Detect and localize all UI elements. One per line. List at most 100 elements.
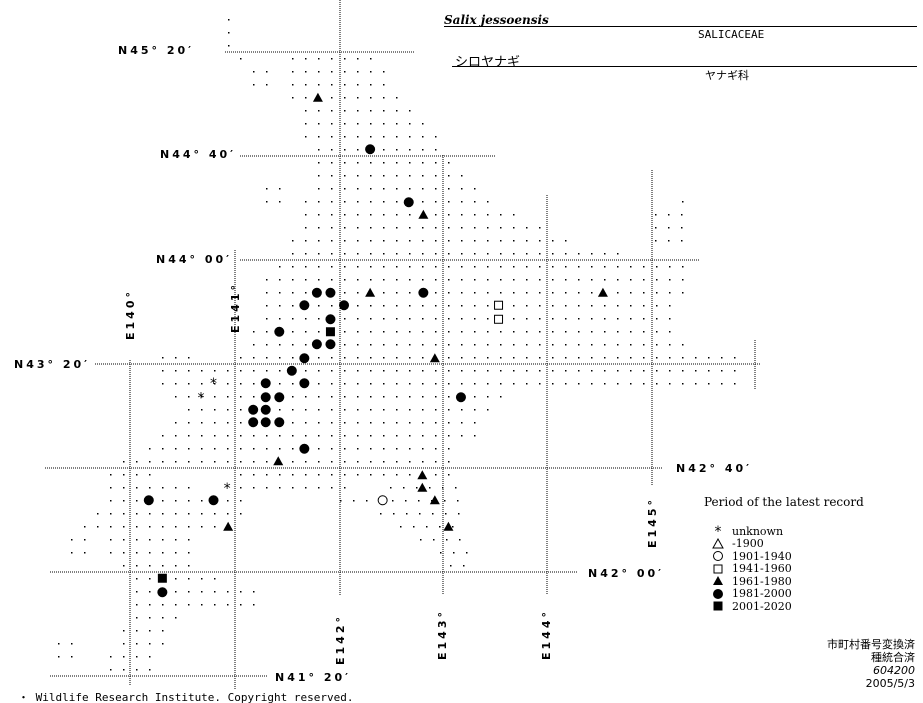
grid-dot [383,292,385,294]
grid-dot [228,19,230,21]
grid-dot [450,565,452,567]
grid-dot [357,435,359,437]
legend-label: 1901-1940 [732,549,792,563]
grid-dot [305,435,307,437]
grid-dot [409,318,411,320]
record-open-square [494,300,504,310]
grid-dot [149,448,151,450]
grid-dot [383,409,385,411]
grid-dot [474,227,476,229]
grid-dot [461,214,463,216]
grid-dot [123,552,125,554]
grid-dot [435,214,437,216]
grid-dot [435,370,437,372]
grid-dot [565,318,567,320]
filled-square-icon [713,601,723,611]
grid-dot [227,435,229,437]
grid-dot [344,344,346,346]
grid-dot [643,318,645,320]
grid-dot [461,188,463,190]
grid-dot [435,292,437,294]
grid-dot [435,188,437,190]
grid-dot [318,71,320,73]
grid-dot [240,357,242,359]
grid-dot [682,370,684,372]
grid-dot [721,370,723,372]
grid-dot [240,591,242,593]
grid-dot [357,188,359,190]
grid-dot [357,123,359,125]
grid-dot [136,656,138,658]
grid-dot [656,279,658,281]
grid-dot [578,331,580,333]
grid-dot [123,526,125,528]
grid-dot [396,214,398,216]
grid-dot [474,292,476,294]
grid-dot [318,123,320,125]
grid-dot [669,279,671,281]
japanese-underline [452,66,917,67]
grid-dot [149,630,151,632]
grid-dot [383,136,385,138]
grid-dot [357,175,359,177]
grid-dot [331,162,333,164]
grid-dot [630,266,632,268]
grid-dot [240,370,242,372]
grid-dot [552,305,554,307]
grid-dot [344,383,346,385]
grid-dot [513,331,515,333]
record-filled-triangle [429,495,440,505]
grid-dot [370,175,372,177]
grid-dot [370,409,372,411]
grid-dot [318,214,320,216]
grid-dot [84,552,86,554]
grid-dot [318,461,320,463]
grid-dot [162,448,164,450]
grid-dot [513,240,515,242]
grid-dot [344,162,346,164]
grid-dot [201,448,203,450]
grid-dot [188,552,190,554]
grid-dot [357,292,359,294]
grid-dot [240,604,242,606]
grid-dot [500,266,502,268]
grid-dot [565,331,567,333]
grid-dot [110,500,112,502]
grid-dot [292,305,294,307]
grid-dot [175,435,177,437]
grid-dot [357,136,359,138]
grid-dot [409,435,411,437]
grid-dot [188,383,190,385]
meta-line2: 種統合済 [871,651,915,664]
legend-item: 2001-2020 [704,600,864,613]
grid-dot [396,305,398,307]
grid-dot [71,539,73,541]
grid-dot [240,383,242,385]
grid-dot [448,240,450,242]
grid-dot [318,110,320,112]
grid-dot [162,370,164,372]
grid-dot [175,591,177,593]
grid-dot [253,383,255,385]
grid-dot [435,383,437,385]
grid-dot [162,500,164,502]
grid-dot [331,201,333,203]
grid-dot [331,71,333,73]
grid-dot [305,136,307,138]
grid-dot [435,461,437,463]
grid-dot [353,500,355,502]
grid-dot [123,643,125,645]
grid-dot [526,240,528,242]
grid-dot [110,656,112,658]
record-filled-circle [260,378,271,389]
grid-dot [396,188,398,190]
grid-dot [668,214,670,216]
grid-dot [435,448,437,450]
grid-dot [266,318,268,320]
lat-label: N45° 20′ [118,44,195,57]
grid-dot [409,409,411,411]
grid-dot [422,279,424,281]
grid-dot [513,292,515,294]
grid-dot [318,136,320,138]
